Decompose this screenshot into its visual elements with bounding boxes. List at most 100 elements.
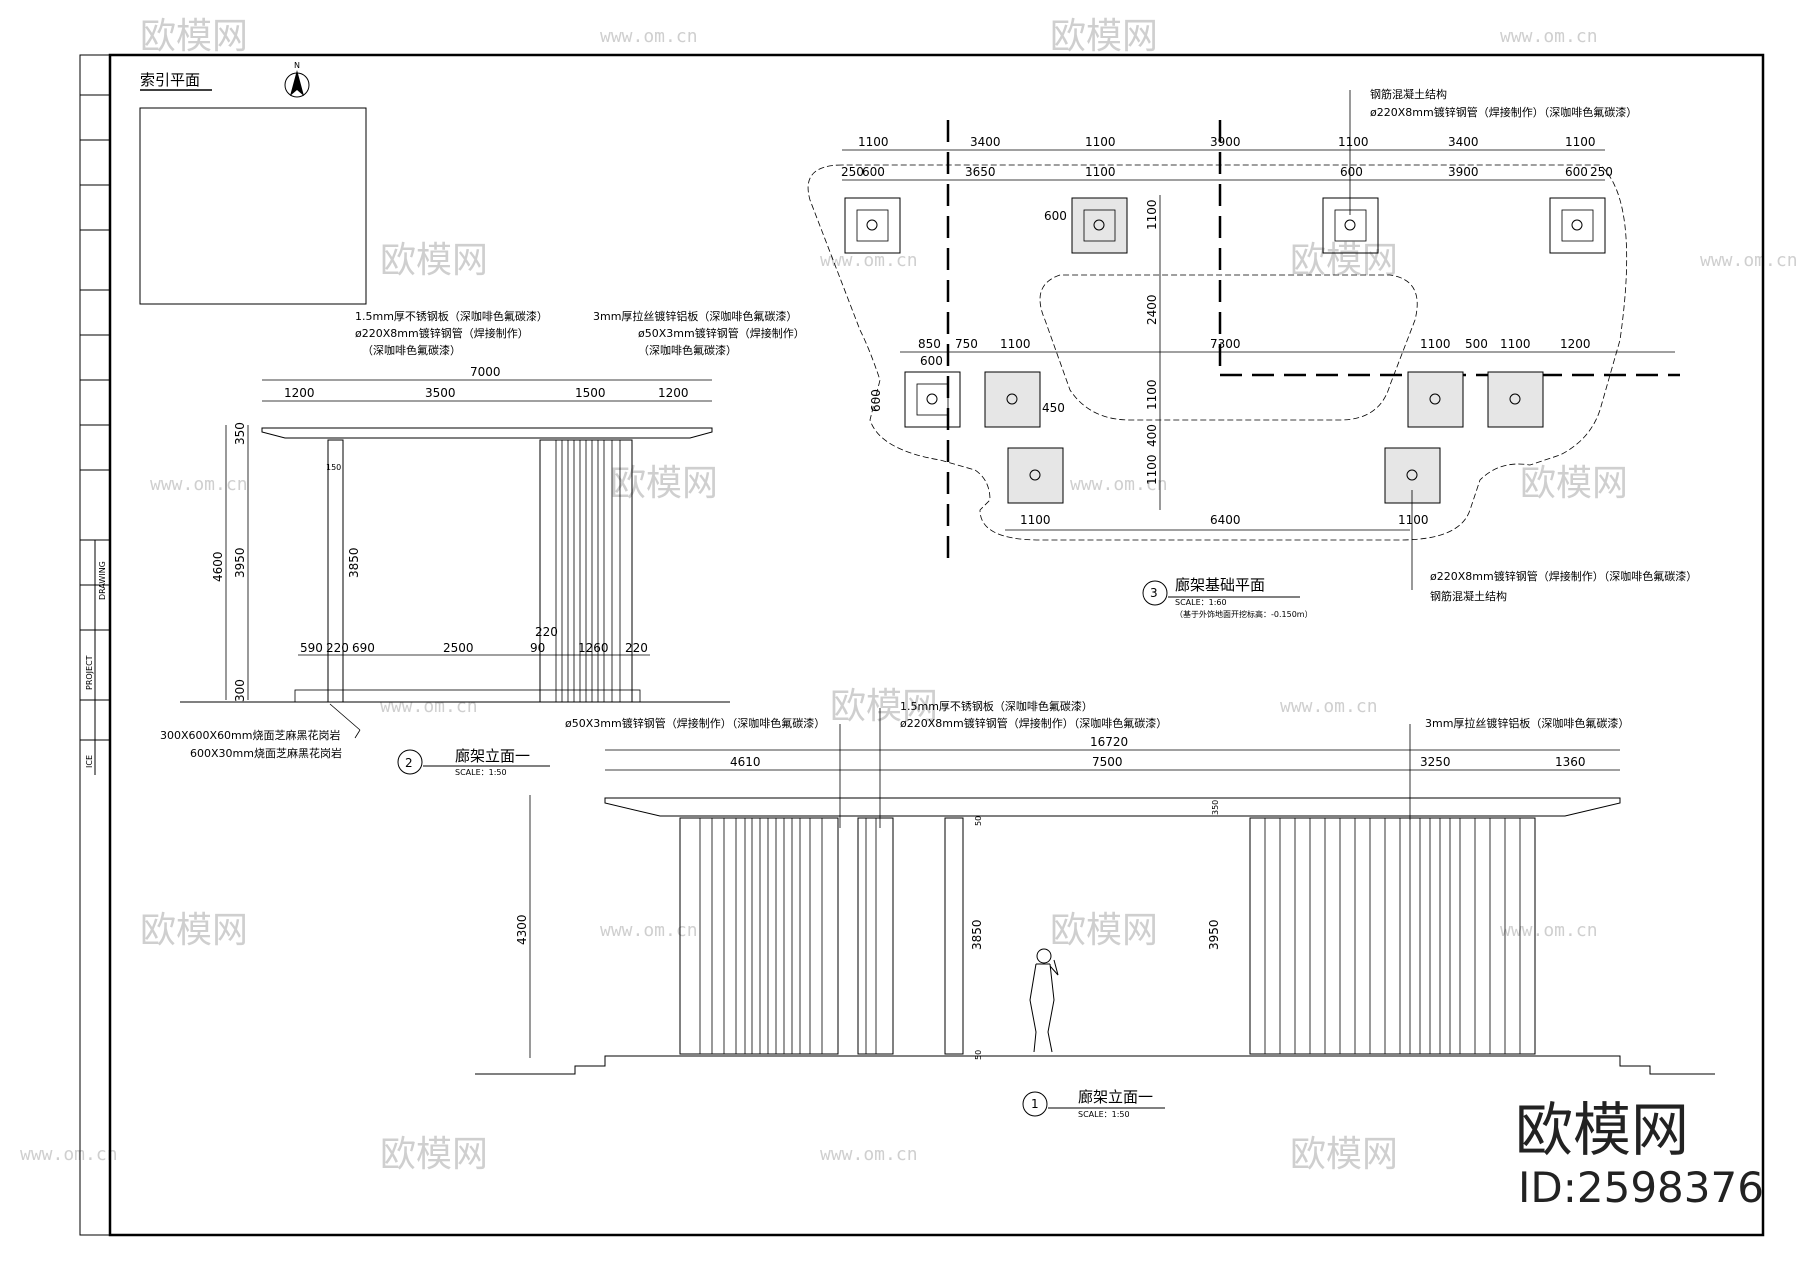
dim-label: 1100 (1145, 454, 1159, 485)
dim-label: 3400 (970, 135, 1001, 149)
drawing-number: 1 (1031, 1097, 1039, 1111)
title-block-strip (80, 94, 110, 775)
elevation-small (180, 379, 730, 775)
index-plan-title: 索引平面 (140, 71, 200, 89)
elevation-small-text: 1.5mm厚不锈钢板（深咖啡色氟碳漆） ø220X8mm镀锌钢管（焊接制作） （… (160, 309, 805, 777)
watermark-url: www.om.cn (1280, 696, 1378, 717)
dim-label: 300 (233, 679, 247, 702)
callout-text: 600X30mm烧面芝麻黑花岗岩 (190, 746, 342, 760)
callout-text: ø220X8mm镀锌钢管（焊接制作）（深咖啡色氟碳漆） (1430, 569, 1697, 583)
watermark-url: www.om.cn (820, 250, 918, 271)
title-block-label: DRAWING (98, 561, 107, 600)
dim-label: 1100 (1145, 379, 1159, 410)
brand-stamp: 欧模网 ID:2598376 (1515, 1096, 1764, 1212)
watermark-url: www.om.cn (1500, 920, 1598, 941)
sheet-frame (79, 53, 1765, 1237)
callout-text: ø50X3mm镀锌钢管（焊接制作）（深咖啡色氟碳漆） (565, 716, 825, 730)
dim-label: 1100 (1145, 199, 1159, 230)
footing (1322, 197, 1379, 254)
footing (1549, 197, 1606, 254)
callout-text: ø220X8mm镀锌钢管（焊接制作）（深咖啡色氟碳漆） (1370, 105, 1637, 119)
drawing-note: （基于外饰地面开挖标高：-0.150m） (1175, 609, 1313, 619)
elevation-large (475, 708, 1715, 1117)
dim-label: 3950 (233, 547, 247, 578)
watermark-layer: 欧模网 欧模网 www.om.cn www.om.cn 欧模网 欧模网 www.… (20, 16, 1798, 1175)
dim-label: 3400 (1448, 135, 1479, 149)
callout-text: 1.5mm厚不锈钢板（深咖啡色氟碳漆） (900, 699, 1093, 713)
watermark-brand: 欧模网 (830, 686, 938, 727)
title-block-labels: ICE PROJECT DRAWING (85, 561, 107, 768)
dim-label: 1100 (1000, 337, 1031, 351)
dim-label: 7300 (1210, 337, 1241, 351)
dim-label: 220 (535, 625, 558, 639)
callout-text: 钢筋混凝土结构 (1430, 589, 1507, 603)
pipe-bundle (555, 440, 621, 702)
drawing-scale: SCALE：1:50 (1078, 1110, 1130, 1119)
footing (1487, 371, 1544, 428)
dim-label: 1200 (1560, 337, 1591, 351)
watermark-url: www.om.cn (380, 696, 478, 717)
dim-label: 600 (920, 354, 943, 368)
elevation-large-text: 1.5mm厚不锈钢板（深咖啡色氟碳漆） ø50X3mm镀锌钢管（焊接制作）（深咖… (515, 699, 1629, 1119)
dim-label: 400 (1145, 424, 1159, 447)
footing (904, 371, 961, 428)
dim-label: 350 (233, 422, 247, 445)
dim-label: 1100 (1338, 135, 1369, 149)
human-figure-icon (1029, 948, 1059, 1053)
dim-label: 1360 (1555, 755, 1586, 769)
dim-label: 150 (326, 463, 341, 472)
dim-label: 2400 (1145, 294, 1159, 325)
watermark-brand: 欧模网 (380, 240, 488, 281)
callout-text: ø220X8mm镀锌钢管（焊接制作）（深咖啡色氟碳漆） (900, 716, 1167, 730)
dim-label: 690 (352, 641, 375, 655)
callout-text: （深咖啡色氟碳漆） (638, 343, 737, 357)
callout-text: 1.5mm厚不锈钢板（深咖啡色氟碳漆） (355, 309, 548, 323)
dim-label: 1100 (1398, 513, 1429, 527)
dim-label: 220 (326, 641, 349, 655)
north-arrow-icon: N (284, 61, 310, 98)
dim-label: 3900 (1448, 165, 1479, 179)
dim-label: 220 (625, 641, 648, 655)
dim-label: 1100 (1500, 337, 1531, 351)
dim-label: 3850 (970, 919, 984, 950)
watermark-brand: 欧模网 (1290, 240, 1398, 281)
watermark-brand: 欧模网 (140, 910, 248, 951)
dim-label: 600 (1044, 209, 1067, 223)
dim-label: 1100 (1085, 135, 1116, 149)
drawing-scale: SCALE：1:50 (455, 768, 507, 777)
dim-label: 1100 (1020, 513, 1051, 527)
dim-label: 7000 (470, 365, 501, 379)
watermark-url: www.om.cn (600, 920, 698, 941)
footing (1384, 447, 1441, 504)
callout-text: ø50X3mm镀锌钢管（焊接制作） (638, 326, 805, 340)
dim-label: 50 (974, 1050, 983, 1060)
drawing-scale: SCALE：1:60 (1175, 598, 1227, 607)
brand-id: ID:2598376 (1518, 1163, 1764, 1212)
dim-label: 4300 (515, 914, 529, 945)
footing (1071, 197, 1128, 254)
watermark-url: www.om.cn (150, 474, 248, 495)
dim-label: 4600 (211, 551, 225, 582)
dim-label: 600 (1340, 165, 1363, 179)
dim-label: 1100 (858, 135, 889, 149)
dim-label: 4610 (730, 755, 761, 769)
dim-label: 3850 (347, 547, 361, 578)
dim-label: 1260 (578, 641, 609, 655)
watermark-url: www.om.cn (600, 26, 698, 47)
column-group-left (699, 818, 823, 1054)
watermark-url: www.om.cn (20, 1144, 118, 1165)
dim-label: 1100 (1085, 165, 1116, 179)
watermark-url: www.om.cn (820, 1144, 918, 1165)
dim-label: 50 (974, 816, 983, 826)
footing (1007, 447, 1064, 504)
callout-text: 3mm厚拉丝镀锌铝板（深咖啡色氟碳漆） (593, 309, 797, 323)
callout-text: 钢筋混凝土结构 (1370, 87, 1447, 101)
callout-text: （深咖啡色氟碳漆） (362, 343, 461, 357)
dim-label: 600 (1565, 165, 1588, 179)
dim-label: 3900 (1210, 135, 1241, 149)
brand-logo-text: 欧模网 (1515, 1096, 1689, 1164)
column-group-right (1264, 818, 1521, 1054)
dim-label: 500 (1465, 337, 1488, 351)
drawing-number: 2 (405, 756, 413, 770)
watermark-brand: 欧模网 (140, 16, 248, 57)
